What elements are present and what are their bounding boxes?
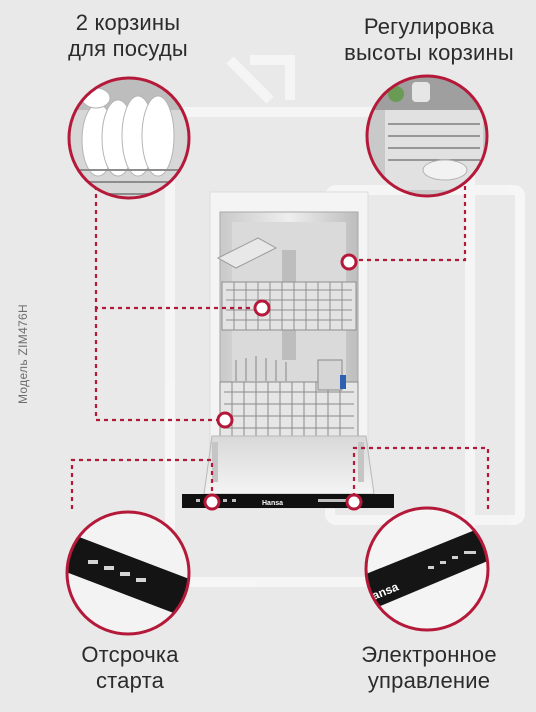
marker-lower-basket bbox=[216, 411, 234, 429]
feature-height-adjust-line1: Регулировка bbox=[363, 14, 495, 39]
marker-upper-basket bbox=[253, 299, 271, 317]
callout-lines bbox=[70, 186, 490, 509]
callout-markers bbox=[203, 253, 363, 511]
feature-height-adjust-line2: высоты корзины bbox=[344, 40, 514, 65]
feature-two-baskets-line2: для посуды bbox=[68, 36, 188, 61]
marker-electronic-control bbox=[345, 493, 363, 511]
feature-electronic-control-line2: управление bbox=[367, 668, 491, 693]
marker-delay-start bbox=[203, 493, 221, 511]
brand-logo: Hansa bbox=[262, 500, 283, 507]
closeup-baskets-image bbox=[67, 76, 191, 200]
feature-height-adjust: Регулировка высоты корзины bbox=[326, 14, 532, 66]
marker-height-adjust bbox=[340, 253, 358, 271]
feature-electronic-control: Электронное управление bbox=[348, 642, 510, 694]
closeup-display-image: ansa bbox=[364, 506, 490, 632]
feature-delay-start-line2: старта bbox=[95, 668, 165, 693]
model-label: Модель ZIM476H bbox=[16, 304, 30, 404]
feature-electronic-control-line1: Электронное bbox=[361, 642, 497, 667]
feature-two-baskets-line1: 2 корзины bbox=[75, 10, 181, 35]
closeup-control-panel-image bbox=[65, 510, 191, 636]
feature-delay-start-line1: Отсрочка bbox=[81, 642, 179, 667]
feature-delay-start: Отсрочка старта bbox=[60, 642, 200, 694]
closeup-height-adjust-image bbox=[365, 74, 489, 198]
feature-two-baskets: 2 корзины для посуды bbox=[40, 10, 216, 62]
dishwasher-image: Hansa bbox=[182, 191, 394, 509]
